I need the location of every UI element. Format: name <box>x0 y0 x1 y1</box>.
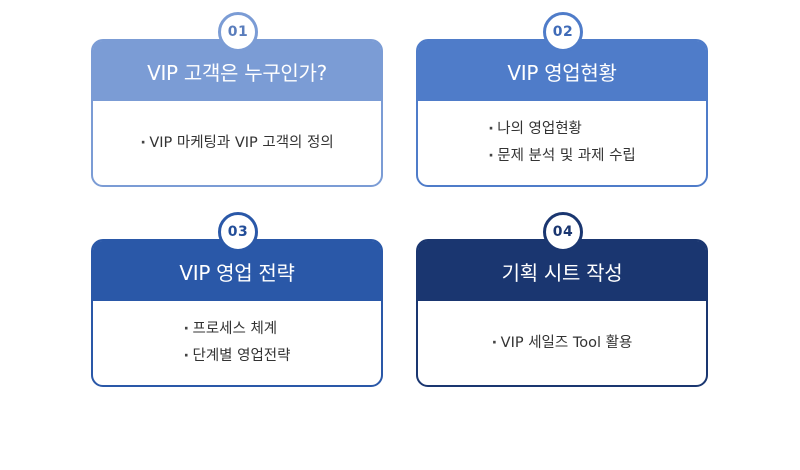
item-list: VIP 마케팅과 VIP 고객의 정의 <box>140 130 333 157</box>
item-list: 나의 영업현황 문제 분석 및 과제 수립 <box>488 116 636 170</box>
card-body: VIP 마케팅과 VIP 고객의 정의 <box>93 101 381 185</box>
section-card-03: VIP 영업 전략 프로세스 체계 단계별 영업전략 <box>91 239 383 387</box>
card-body: 나의 영업현황 문제 분석 및 과제 수립 <box>418 101 706 185</box>
list-item: VIP 마케팅과 VIP 고객의 정의 <box>140 130 333 157</box>
list-item: VIP 세일즈 Tool 활용 <box>492 330 633 357</box>
list-item: 프로세스 체계 <box>184 316 291 343</box>
number-badge: 03 <box>218 212 258 252</box>
list-item: 나의 영업현황 <box>488 116 636 143</box>
card-body: VIP 세일즈 Tool 활용 <box>418 301 706 385</box>
list-item: 단계별 영업전략 <box>184 343 291 370</box>
section-card-02: VIP 영업현황 나의 영업현황 문제 분석 및 과제 수립 <box>416 39 708 187</box>
number-badge: 01 <box>218 12 258 52</box>
number-badge: 02 <box>543 12 583 52</box>
card-title: VIP 영업현황 <box>418 41 706 101</box>
item-list: VIP 세일즈 Tool 활용 <box>492 330 633 357</box>
section-card-01: VIP 고객은 누구인가? VIP 마케팅과 VIP 고객의 정의 <box>91 39 383 187</box>
number-badge: 04 <box>543 212 583 252</box>
section-card-04: 기획 시트 작성 VIP 세일즈 Tool 활용 <box>416 239 708 387</box>
item-list: 프로세스 체계 단계별 영업전략 <box>184 316 291 370</box>
list-item: 문제 분석 및 과제 수립 <box>488 143 636 170</box>
card-body: 프로세스 체계 단계별 영업전략 <box>93 301 381 385</box>
card-title: 기획 시트 작성 <box>418 241 706 301</box>
